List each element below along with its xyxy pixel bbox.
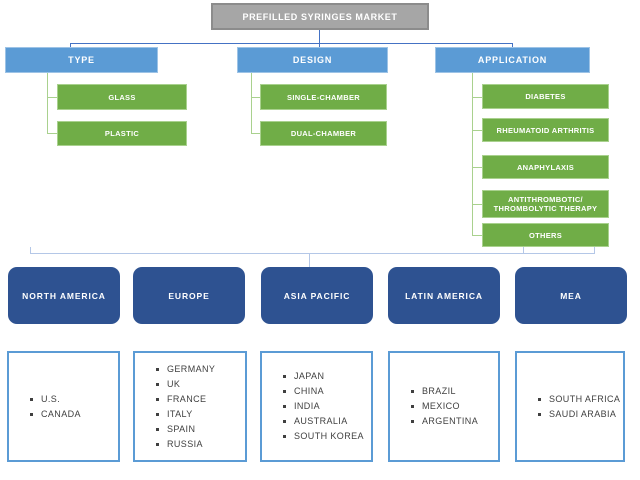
country-item: MEXICO [411, 399, 478, 414]
leaf-diabetes: DIABETES [482, 84, 609, 109]
country-item: SPAIN [156, 422, 215, 437]
country-item: GERMANY [156, 362, 215, 377]
connector-type-tick-1 [47, 97, 57, 98]
countries-mea: SOUTH AFRICA SAUDI ARABIA [515, 351, 625, 462]
connector-application-tick-3 [472, 167, 482, 168]
connector-regions-tick-left [30, 247, 31, 253]
segment-design: DESIGN [237, 47, 388, 73]
connector-drop-type [70, 43, 71, 47]
connector-root-vertical [319, 30, 320, 47]
connector-regions-horizontal [30, 253, 595, 254]
connector-design-tick-2 [251, 133, 260, 134]
connector-application-tick-4 [472, 204, 482, 205]
connector-application-tick-1 [472, 97, 482, 98]
country-item: FRANCE [156, 392, 215, 407]
leaf-glass: GLASS [57, 84, 187, 110]
country-item: CHINA [283, 384, 364, 399]
countries-latin-america: BRAZIL MEXICO ARGENTINA [388, 351, 500, 462]
connector-others-stub [523, 247, 524, 253]
leaf-plastic: PLASTIC [57, 121, 187, 146]
connector-design-vertical [251, 73, 252, 134]
connector-application-tick-5 [472, 235, 482, 236]
country-item: SAUDI ARABIA [538, 407, 620, 422]
connector-regions-tick-right [594, 247, 595, 253]
country-list: SOUTH AFRICA SAUDI ARABIA [517, 392, 622, 422]
countries-asia-pacific: JAPAN CHINA INDIA AUSTRALIA SOUTH KOREA [260, 351, 373, 462]
country-item: SOUTH KOREA [283, 429, 364, 444]
country-list: BRAZIL MEXICO ARGENTINA [390, 384, 480, 429]
connector-type-tick-2 [47, 133, 57, 134]
leaf-dual-chamber: DUAL-CHAMBER [260, 121, 387, 146]
connector-type-vertical [47, 73, 48, 134]
region-asia-pacific: ASIA PACIFIC [261, 267, 373, 324]
countries-north-america: U.S. CANADA [7, 351, 120, 462]
connector-application-vertical [472, 73, 473, 235]
country-item: RUSSIA [156, 437, 215, 452]
region-europe: EUROPE [133, 267, 245, 324]
connector-segments-horizontal [70, 43, 513, 44]
leaf-anaphylaxis: ANAPHYLAXIS [482, 155, 609, 179]
country-item: INDIA [283, 399, 364, 414]
leaf-single-chamber: SINGLE-CHAMBER [260, 84, 387, 110]
root-node: PREFILLED SYRINGES MARKET [211, 3, 429, 30]
country-list: GERMANY UK FRANCE ITALY SPAIN RUSSIA [135, 362, 217, 452]
country-list: U.S. CANADA [9, 392, 83, 422]
region-mea: MEA [515, 267, 627, 324]
leaf-rheumatoid-arthritis: RHEUMATOID ARTHRITIS [482, 118, 609, 142]
segment-type: TYPE [5, 47, 158, 73]
country-item: CANADA [30, 407, 81, 422]
country-item: ITALY [156, 407, 215, 422]
region-north-america: NORTH AMERICA [8, 267, 120, 324]
connector-design-tick-1 [251, 97, 260, 98]
region-latin-america: LATIN AMERICA [388, 267, 500, 324]
segment-application: APPLICATION [435, 47, 590, 73]
country-item: SOUTH AFRICA [538, 392, 620, 407]
country-item: U.S. [30, 392, 81, 407]
country-item: ARGENTINA [411, 414, 478, 429]
leaf-others: OTHERS [482, 223, 609, 247]
country-item: AUSTRALIA [283, 414, 364, 429]
connector-drop-application [512, 43, 513, 47]
countries-europe: GERMANY UK FRANCE ITALY SPAIN RUSSIA [133, 351, 247, 462]
connector-application-tick-2 [472, 130, 482, 131]
country-item: UK [156, 377, 215, 392]
country-item: JAPAN [283, 369, 364, 384]
leaf-antithrombotic-thrombolytic-therapy: ANTITHROMBOTIC/ THROMBOLYTIC THERAPY [482, 190, 609, 218]
connector-regions-drop [309, 253, 310, 267]
country-list: JAPAN CHINA INDIA AUSTRALIA SOUTH KOREA [262, 369, 366, 444]
country-item: BRAZIL [411, 384, 478, 399]
